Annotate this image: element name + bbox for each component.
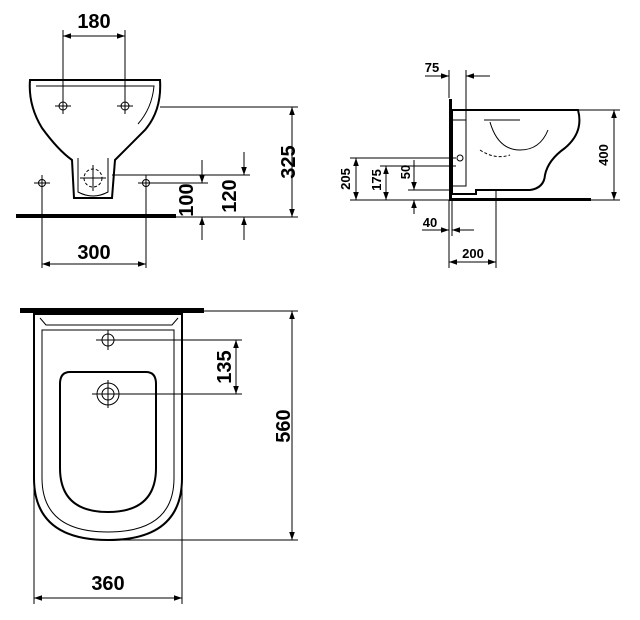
dim-560-label: 560 xyxy=(273,409,295,442)
dim-75-label: 75 xyxy=(425,60,439,75)
dim-40-label: 40 xyxy=(423,215,437,230)
dim-400-label: 400 xyxy=(596,144,611,166)
dim-135-label: 135 xyxy=(214,350,236,383)
drain-hole xyxy=(92,380,124,408)
bidet-side-fixing xyxy=(456,154,464,162)
side-wall xyxy=(449,99,452,199)
bidet-top-bowl-outer xyxy=(41,329,175,533)
bidet-side-bowl xyxy=(484,119,549,151)
side-view: 75 400 205 175 50 40 200 xyxy=(338,60,620,268)
dim-100-label: 100 xyxy=(176,183,198,216)
dim-300-label: 300 xyxy=(77,242,110,264)
bidet-front-body xyxy=(28,79,162,199)
dim-180-label: 180 xyxy=(77,11,110,33)
dim-175-label: 175 xyxy=(369,169,384,191)
bidet-side-bracket xyxy=(451,119,467,187)
bidet-side-inner xyxy=(479,149,511,158)
side-floor xyxy=(449,198,591,201)
bidet-top-deck xyxy=(39,317,179,326)
top-wall xyxy=(20,308,204,313)
bidet-side-body xyxy=(451,109,581,195)
dim-50-label: 50 xyxy=(398,165,413,179)
front-view: 180 300 325 100 120 xyxy=(16,11,300,268)
drain-outlet xyxy=(80,165,106,191)
mounting-bolt-left xyxy=(34,175,50,191)
fixing-hole-right xyxy=(117,98,133,114)
dim-360-label: 360 xyxy=(91,573,124,595)
dim-200-label: 200 xyxy=(462,246,484,261)
top-view: 135 560 360 xyxy=(20,308,298,604)
bidet-front-pedestal xyxy=(77,158,109,197)
fixing-hole-left xyxy=(55,98,71,114)
bidet-front-rim xyxy=(36,85,155,125)
dim-205-label: 205 xyxy=(338,168,353,190)
bidet-top-bowl-inner xyxy=(59,371,157,514)
floor-line xyxy=(16,214,176,218)
dim-120-label: 120 xyxy=(219,179,241,212)
dim-325-label: 325 xyxy=(278,145,300,178)
